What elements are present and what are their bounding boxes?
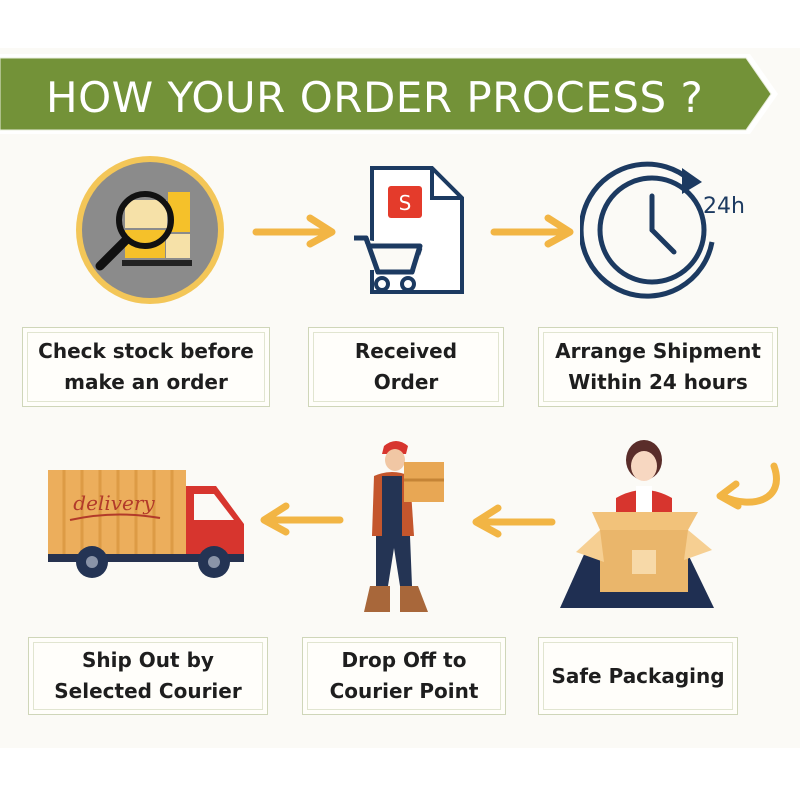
page-title: HOW YOUR ORDER PROCESS ? bbox=[46, 73, 704, 122]
curved-arrow-icon bbox=[716, 462, 780, 510]
step-label-arrange-shipment: Arrange Shipment Within 24 hours bbox=[538, 327, 778, 407]
arrow-left-icon bbox=[472, 504, 556, 538]
step-label-drop-off: Drop Off to Courier Point bbox=[302, 637, 506, 715]
step-label-ship-out: Ship Out by Selected Courier bbox=[28, 637, 268, 715]
arrow-right-icon bbox=[490, 214, 574, 248]
title-banner: HOW YOUR ORDER PROCESS ? bbox=[0, 48, 800, 148]
clock-24h-icon bbox=[580, 161, 715, 299]
clock-label: 24h bbox=[703, 194, 745, 219]
cart-document-icon: S bbox=[354, 166, 464, 294]
packaging-person-icon bbox=[560, 440, 714, 608]
step-label-check-stock: Check stock before make an order bbox=[22, 327, 270, 407]
step-label-safe-packaging: Safe Packaging bbox=[538, 637, 738, 715]
magnifier-stock-icon bbox=[76, 156, 224, 304]
banner-shape bbox=[0, 54, 778, 134]
courier-carrying-box-icon bbox=[364, 441, 444, 612]
arrow-right-icon bbox=[252, 214, 336, 248]
step-label-received-order: Received Order bbox=[308, 327, 504, 407]
truck-label: delivery bbox=[73, 491, 155, 515]
shop-letter: S bbox=[399, 191, 412, 215]
delivery-truck-icon: delivery bbox=[48, 470, 244, 578]
arrow-left-icon bbox=[260, 502, 344, 536]
